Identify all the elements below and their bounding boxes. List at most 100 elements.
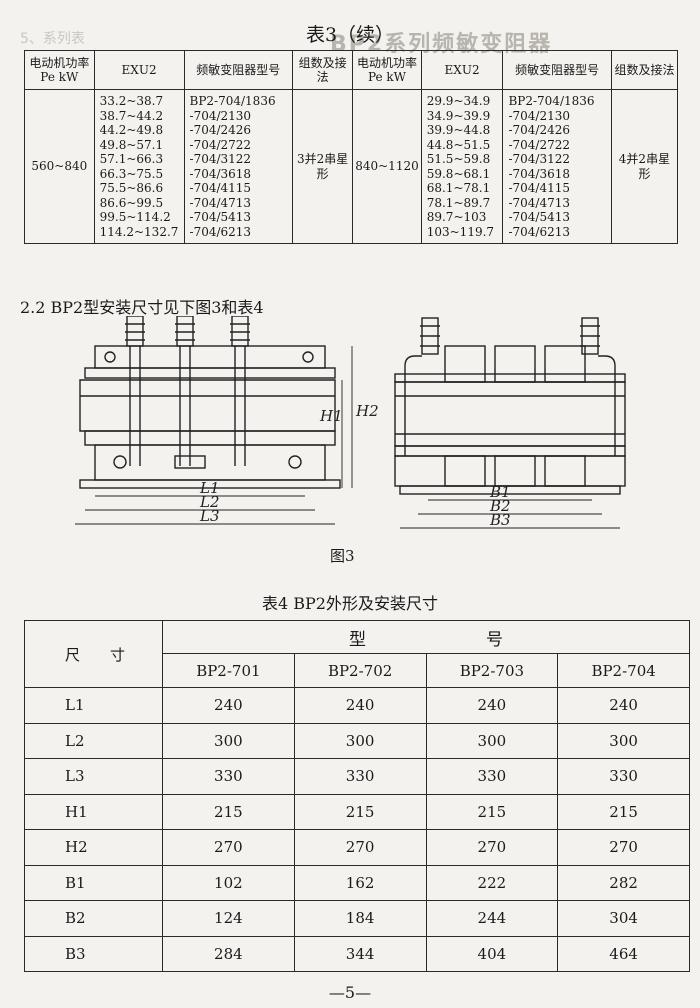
right-model-value: -704/5413 <box>508 210 570 224</box>
table3-header-cell: 组数及接法 <box>291 50 354 90</box>
left-model-value: -704/4713 <box>189 195 252 210</box>
left-view-mid-bar <box>84 430 336 446</box>
right-model-value: -704/4115 <box>508 181 570 195</box>
right-model-cell: BP2-704/1836 -704/2130 -704/2426 -704/27… <box>502 89 612 244</box>
right-view-body <box>394 381 626 447</box>
right-exu2-value: 39.9~44.8 <box>426 123 491 137</box>
left-view-top-bar <box>84 367 336 379</box>
table4-cell: 184 <box>293 900 427 937</box>
right-exu2-value: 103~119.7 <box>426 224 495 239</box>
table4-cell: 330 <box>293 758 427 795</box>
right-model-value: -704/3122 <box>508 152 570 166</box>
left-model-value: -704/4115 <box>189 181 252 195</box>
table4-row-label: L3 <box>24 758 163 795</box>
table4-cell: 215 <box>162 793 295 830</box>
table4: 尺 寸 型 号 BP2-701 BP2-702 BP2-703 BP2-704 … <box>24 620 690 972</box>
table4-cell: 300 <box>425 722 559 759</box>
left-exu2-value: 99.5~114.2 <box>99 210 171 224</box>
dim-label-b1: B1 <box>489 483 511 501</box>
table4-row: H2 270 270 270 270 <box>24 829 690 866</box>
table4-model-cell: BP2-702 <box>293 653 427 688</box>
table4-cell: 464 <box>557 935 690 972</box>
table4-cell: 270 <box>293 829 427 866</box>
dim-label-l2: L2 <box>199 493 220 511</box>
dim-label-h1: H1 <box>319 407 343 425</box>
table4-cell: 244 <box>425 900 559 937</box>
table4-model-cell: BP2-701 <box>162 653 295 688</box>
table4-cell: 222 <box>425 864 559 901</box>
table4-cell: 162 <box>293 864 427 901</box>
table4-cell: 304 <box>557 900 690 937</box>
left-model-value: -704/6213 <box>189 224 252 239</box>
table4-header-top: 尺 寸 型 号 <box>24 620 690 688</box>
table4-row: L1 240 240 240 240 <box>24 687 690 724</box>
table4-cell: 240 <box>425 687 559 724</box>
table4-cell: 215 <box>557 793 690 830</box>
right-model-value: BP2-704/1836 <box>508 94 595 108</box>
figure3-caption: 图3 <box>330 547 355 565</box>
table3-title: 表3（续） <box>305 24 395 46</box>
table4-model-header-1: 型 <box>162 620 426 654</box>
table4-row: B2 124 184 244 304 <box>24 900 690 937</box>
right-power-cell: 840~1120 <box>352 89 422 244</box>
table3-header-cell: 电动机功率Pe kW <box>352 50 422 90</box>
right-view-top-frame <box>394 373 626 383</box>
table4-row: B1 102 162 222 282 <box>24 864 690 901</box>
left-exu2-value: 38.7~44.2 <box>99 108 164 123</box>
table4-model-cell: BP2-704 <box>557 653 690 688</box>
table3-header-cell: EXU2 <box>93 50 185 90</box>
right-model-value: -704/2426 <box>508 123 570 137</box>
table4-cell: 300 <box>293 722 427 759</box>
right-model-value: -704/4713 <box>508 195 570 210</box>
left-view-terminal <box>175 316 195 347</box>
left-model-value: -704/3122 <box>189 152 252 166</box>
dim-label-b2: B2 <box>489 497 511 515</box>
right-model-value: -704/2130 <box>508 108 570 123</box>
table3-header-row: 电动机功率Pe kW EXU2 频敏变阻器型号 组数及接法 电动机功率Pe kW… <box>24 50 679 90</box>
table4-cell: 404 <box>425 935 559 972</box>
right-exu2-value: 68.1~78.1 <box>426 181 491 195</box>
table4-cell: 344 <box>293 935 427 972</box>
right-exu2-cell: 29.9~34.9 34.9~39.9 39.9~44.8 44.8~51.5 … <box>420 89 504 244</box>
right-exu2-value: 78.1~89.7 <box>426 195 491 210</box>
left-view-coil-body <box>79 379 336 432</box>
table4-cell: 270 <box>162 829 295 866</box>
right-model-value: -704/6213 <box>508 224 570 239</box>
table4-row-label: H1 <box>24 793 163 830</box>
left-exu2-value: 57.1~66.3 <box>99 152 164 166</box>
right-view-terminal <box>420 317 440 355</box>
left-exu2-value: 114.2~132.7 <box>99 224 179 239</box>
left-exu2-value: 49.8~57.1 <box>99 137 164 152</box>
right-exu2-value: 34.9~39.9 <box>426 108 491 123</box>
ghost-series-label: 5、系列表 <box>20 31 85 47</box>
table4-cell: 284 <box>162 935 295 972</box>
right-exu2-value: 89.7~103 <box>426 210 487 224</box>
left-model-value: -704/3618 <box>189 166 252 181</box>
right-exu2-value: 51.5~59.8 <box>426 152 491 166</box>
right-exu2-value: 29.9~34.9 <box>426 94 491 108</box>
table3-header-cell: 电动机功率Pe kW <box>24 50 95 90</box>
dim-label-h2: H2 <box>355 402 379 420</box>
table4-row: H1 215 215 215 215 <box>24 793 690 830</box>
left-exu2-value: 86.6~99.5 <box>99 195 164 210</box>
table4-cell: 270 <box>557 829 690 866</box>
left-exu2-value: 33.2~38.7 <box>99 94 164 108</box>
left-model-value: -704/2426 <box>189 123 252 137</box>
table4-row-label: B3 <box>24 935 163 972</box>
dim-label-l1: L1 <box>199 479 220 497</box>
table4-cell: 215 <box>425 793 559 830</box>
table4-title: 表4 BP2外形及安装尺寸 <box>262 594 438 613</box>
right-exu2-value: 44.8~51.5 <box>426 137 491 152</box>
table4-row-label: B1 <box>24 864 163 901</box>
table4-row: L2 300 300 300 300 <box>24 722 690 759</box>
table3-header-cell: 频敏变阻器型号 <box>183 50 293 90</box>
right-model-value: -704/2722 <box>508 137 570 152</box>
left-view-terminal <box>230 316 250 347</box>
table4-model-header-2: 号 <box>426 620 690 654</box>
left-model-value: -704/2130 <box>189 108 252 123</box>
left-model-value: -704/5413 <box>189 210 252 224</box>
table4-cell: 270 <box>425 829 559 866</box>
left-view-terminal <box>125 316 145 347</box>
table3-header-cell: EXU2 <box>420 50 504 90</box>
left-exu2-value: 44.2~49.8 <box>99 123 164 137</box>
